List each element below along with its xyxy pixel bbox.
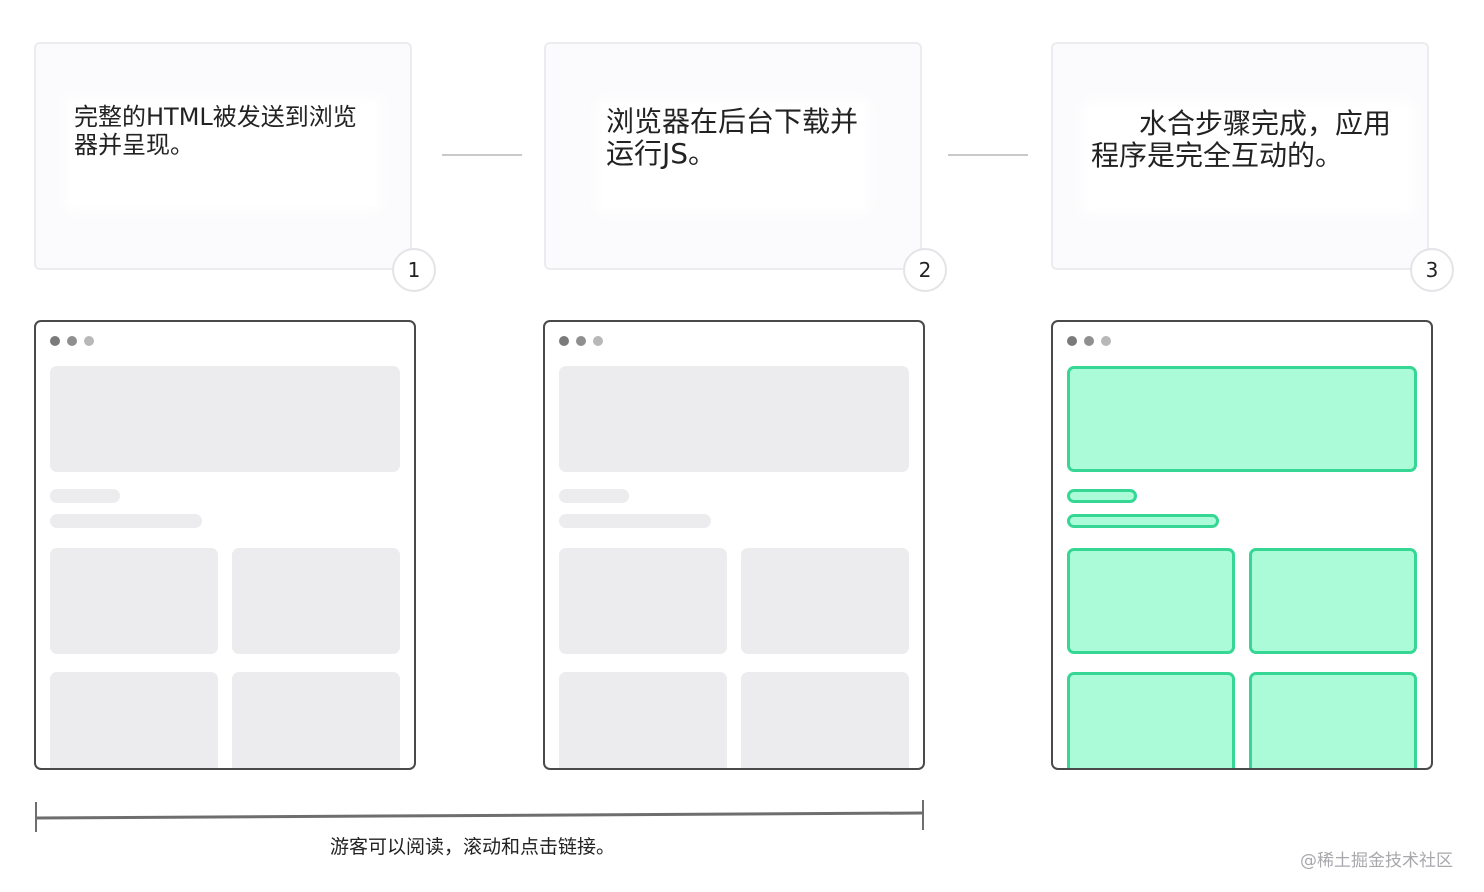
hydrated-line-short	[1067, 489, 1137, 503]
placeholder-tile	[232, 672, 400, 768]
placeholder-hero	[50, 366, 400, 472]
step-3-badge: 3	[1410, 248, 1454, 292]
step-1-caption-card: 完整的HTML被发送到浏览器并呈现。	[34, 42, 412, 270]
timeline-caption: 游客可以阅读，滚动和点击链接。	[330, 836, 616, 858]
step-2-caption-card: 浏览器在后台下载并运行JS。	[544, 42, 922, 270]
step-1-badge: 1	[392, 248, 436, 292]
browser-window-1	[34, 320, 416, 770]
window-dot	[576, 336, 586, 346]
window-dot	[84, 336, 94, 346]
placeholder-line-short	[50, 489, 120, 503]
placeholder-tile	[50, 672, 218, 768]
window-dot	[1067, 336, 1077, 346]
connector-2-3	[948, 154, 1028, 156]
window-controls	[1067, 336, 1111, 346]
hydrated-line-long	[1067, 514, 1219, 528]
placeholder-tile	[50, 548, 218, 654]
placeholder-line-long	[559, 514, 711, 528]
placeholder-line-short	[559, 489, 629, 503]
window-controls	[559, 336, 603, 346]
placeholder-tile	[559, 672, 727, 768]
placeholder-tile	[232, 548, 400, 654]
step-3-caption: 水合步骤完成，应用程序是完全互动的。	[1091, 107, 1392, 173]
window-dot	[1101, 336, 1111, 346]
browser-window-3-hydrated	[1051, 320, 1433, 770]
window-controls	[50, 336, 94, 346]
window-dot	[593, 336, 603, 346]
window-dot	[559, 336, 569, 346]
browser-window-2	[543, 320, 925, 770]
window-dot	[67, 336, 77, 346]
step-3-caption-card: 水合步骤完成，应用程序是完全互动的。	[1051, 42, 1429, 270]
hydrated-tile	[1067, 672, 1235, 768]
step-2-caption: 浏览器在后台下载并运行JS。	[606, 105, 859, 171]
interactive-timeline-bracket	[35, 800, 924, 832]
hydrated-tile	[1249, 672, 1417, 768]
connector-1-2	[442, 154, 522, 156]
window-dot	[50, 336, 60, 346]
placeholder-line-long	[50, 514, 202, 528]
placeholder-tile	[741, 548, 909, 654]
placeholder-tile	[559, 548, 727, 654]
step-2-badge: 2	[903, 248, 947, 292]
step-1-caption: 完整的HTML被发送到浏览器并呈现。	[74, 103, 357, 159]
hydrated-tile	[1249, 548, 1417, 654]
window-dot	[1084, 336, 1094, 346]
placeholder-tile	[741, 672, 909, 768]
watermark: @稀土掘金技术社区	[1300, 851, 1453, 871]
placeholder-hero	[559, 366, 909, 472]
hydrated-hero	[1067, 366, 1417, 472]
hydrated-tile	[1067, 548, 1235, 654]
